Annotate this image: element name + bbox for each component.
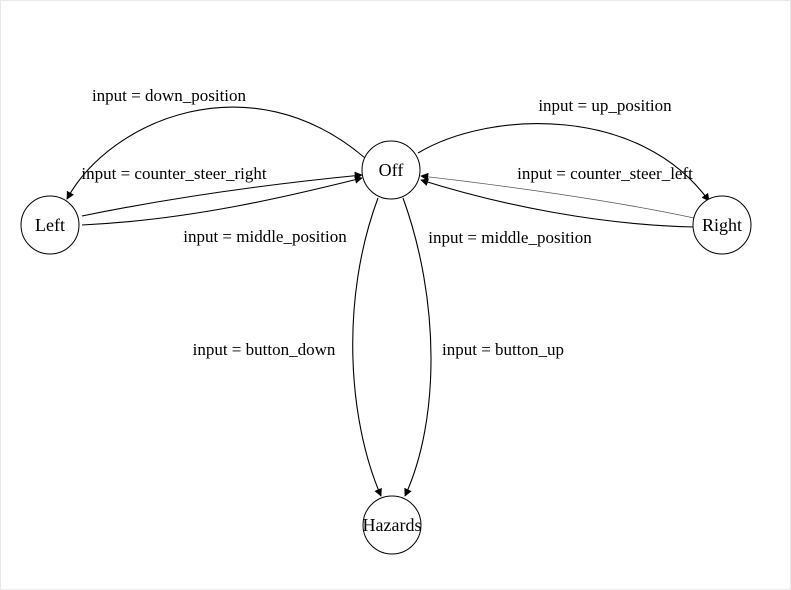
edge-label-down-position: input = down_position bbox=[92, 86, 247, 105]
state-node-right[interactable]: Right bbox=[692, 195, 752, 255]
state-label-left: Left bbox=[35, 215, 65, 235]
edge-right-to-off-a[interactable] bbox=[420, 172, 695, 219]
state-node-left[interactable]: Left bbox=[20, 195, 80, 255]
state-label-right: Right bbox=[702, 215, 742, 235]
edge-off-to-hazards-b[interactable] bbox=[402, 197, 432, 497]
edge-off-to-right[interactable] bbox=[417, 123, 710, 202]
edge-label-counter-steer-right: input = counter_steer_right bbox=[81, 164, 266, 183]
edge-label-button-up: input = button_up bbox=[442, 340, 564, 359]
edge-left-to-off-a[interactable] bbox=[81, 171, 363, 217]
state-label-off: Off bbox=[379, 160, 404, 180]
state-node-hazards[interactable]: Hazards bbox=[362, 495, 422, 555]
edge-right-to-off-b[interactable] bbox=[420, 178, 695, 228]
edge-label-counter-steer-left: input = counter_steer_left bbox=[517, 164, 693, 183]
edge-label-up-position: input = up_position bbox=[538, 96, 672, 115]
edge-off-to-hazards-a[interactable] bbox=[352, 197, 382, 497]
edge-left-to-off-b[interactable] bbox=[81, 175, 363, 226]
edge-off-to-left[interactable] bbox=[66, 106, 366, 200]
edge-label-middle-position-left: input = middle_position bbox=[183, 227, 347, 246]
edge-label-middle-position-right: input = middle_position bbox=[428, 228, 592, 247]
state-node-off[interactable]: Off bbox=[361, 140, 421, 200]
edge-label-button-down: input = button_down bbox=[193, 340, 336, 359]
state-label-hazards: Hazards bbox=[363, 515, 422, 535]
